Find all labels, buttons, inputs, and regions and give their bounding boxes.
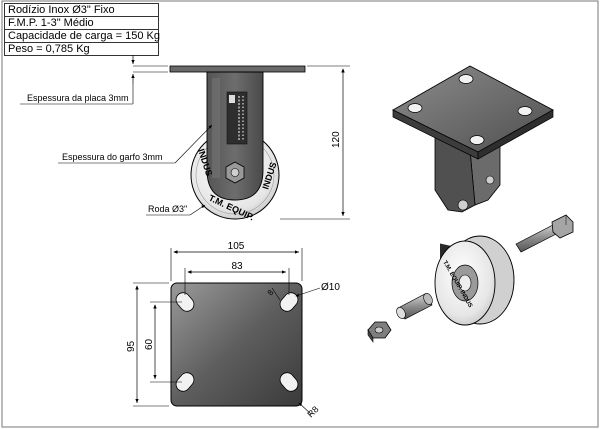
hole-dia-dim: Ø10 [321,282,340,293]
fork-label-plate [226,91,248,145]
slot-width-dim: 8 [266,288,276,298]
plate-hole-tr [279,292,299,312]
spec-weight: Peso = 0,785 Kg [5,42,158,55]
plate-hole-br [279,372,299,392]
iso-exploded-view: T.M. EQUIP. INDUS [367,214,574,343]
spec-model: F.M.P. 1-3" Médio [5,16,158,29]
plate-view: 105 83 Ø10 8 95 60 R8 [126,241,340,419]
nut [367,321,392,343]
plate-hole-bl [175,372,195,392]
spec-capacity: Capacidade de carga = 150 Kg [5,29,160,42]
spec-title: Rodízio Inox Ø3" Fixo [8,4,115,16]
plate-hole-tl [175,292,195,312]
hole-spacing-dim: 83 [231,261,243,272]
mounting-plate [170,282,303,407]
plate-height-dim: 95 [126,340,137,352]
plate-width-dim: 105 [228,241,245,252]
corner-radius-dim: R8 [305,404,320,419]
side-height-dim: 120 [331,131,342,148]
iso-assembled-view [392,65,554,277]
wheel-iso: T.M. EQUIP. INDUS [434,235,515,326]
top-plate-profile [169,65,306,73]
bolt [515,214,574,253]
bushing [396,293,433,320]
plate-thickness-label: Espessura da placa 3mm [27,93,129,103]
spec-box: Rodízio Inox Ø3" Fixo F.M.P. 1-3" Médio … [4,3,160,56]
fork-thickness-label: Espessura do garfo 3mm [62,152,163,162]
side-view: Espessura da placa 3mm INDUS T.M. EQUIP.… [20,55,350,222]
wheel-label: Roda Ø3" [148,204,187,214]
hole-vspacing-dim: 60 [144,338,155,350]
